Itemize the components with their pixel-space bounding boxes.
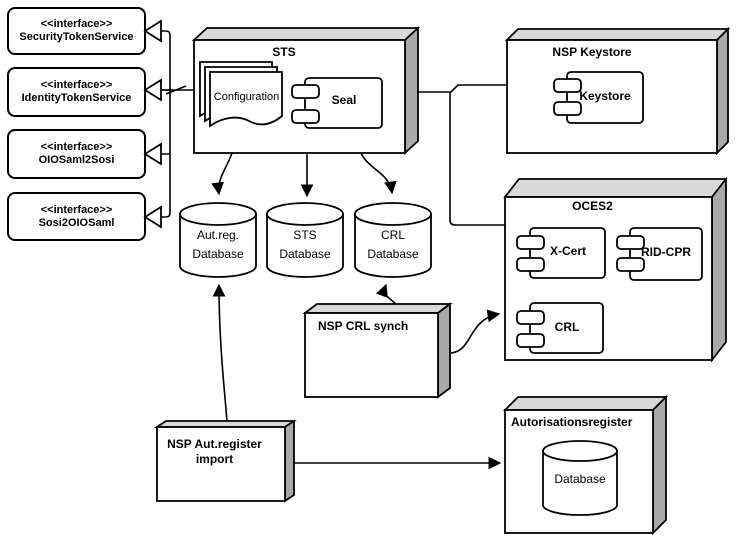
realization-triangle-2 (143, 78, 162, 102)
keystore-component-shape (553, 71, 644, 124)
autorisationsregister-database-cylinder (542, 440, 618, 516)
crl-component-label: CRL (554, 320, 580, 334)
crl-database-cylinder (354, 202, 432, 278)
edge-interface-spine (161, 30, 171, 218)
autreg-database-label: Aut.reg. Database (180, 226, 256, 264)
autorisationsregister-node-title: Autorisationsregister (511, 415, 633, 429)
node-nsp-aut-register-import (154, 419, 297, 503)
edge-import-to-autreg-db (212, 283, 228, 422)
title-line-2: import (195, 452, 234, 466)
ridcpr-component-shape (616, 227, 703, 281)
realization-triangle-1 (143, 19, 162, 43)
node-nsp-keystore (504, 26, 731, 156)
xcert-component-shape (516, 227, 606, 279)
node-autorisationsregister (502, 394, 669, 536)
stereotype-text: <<interface>> (40, 79, 113, 91)
sts-database-label: STS Database (267, 226, 343, 264)
interface-boxes (7, 7, 162, 241)
db-name-line-1: STS (293, 228, 317, 242)
interface-name-text: Sosi2OIOSaml (38, 217, 115, 229)
edge-sts-to-oces2 (449, 92, 505, 226)
db-name-line-1: CRL (380, 228, 405, 242)
node-nsp-crl-synch (302, 302, 453, 399)
edge-sts-to-autreg-db (211, 152, 233, 196)
keystore-component-label: Keystore (579, 89, 631, 103)
interface-box-identitytokenservice (7, 67, 146, 117)
db-name-line-2: Database (192, 247, 244, 261)
db-name-line-2: Database (367, 247, 419, 261)
nsp-crl-synch-node-title: NSP CRL synch (318, 319, 409, 333)
ridcpr-component-label: RID-CPR (641, 245, 691, 259)
autreg-database-cylinder (179, 202, 257, 278)
nsp-keystore-node-title: NSP Keystore (552, 45, 632, 59)
interface-label-sosi2oiosaml: <<interface>> Sosi2OIOSaml (8, 204, 145, 230)
edge-crlsynch-to-oces2 (450, 309, 501, 354)
stereotype-text: <<interface>> (40, 204, 113, 216)
db-name-line-2: Database (279, 247, 331, 261)
sts-database-cylinder (266, 202, 344, 278)
seal-component-shape (291, 77, 383, 129)
nsp-aut-register-import-node-title: NSP Aut.register import (157, 437, 272, 467)
database-cylinders (179, 202, 432, 278)
crl-database-label: CRL Database (355, 226, 431, 264)
db-name-line-1: Aut.reg. (196, 228, 240, 242)
interface-name-text: IdentityTokenService (21, 92, 132, 104)
xcert-component-label: X-Cert (549, 244, 586, 258)
edge-spine-kink (165, 85, 187, 95)
crl-component-shape (516, 302, 604, 354)
interface-name-text: SecurityTokenService (19, 31, 134, 43)
node-sts (191, 25, 421, 156)
title-line-1: NSP Aut.register (167, 437, 262, 451)
interface-name-text: OIOSaml2Sosi (38, 154, 115, 166)
autorisationsregister-database-label: Database (554, 472, 606, 486)
configuration-artifact-icon (199, 61, 283, 128)
sts-node-title: STS (272, 45, 296, 59)
realization-triangle-4 (143, 205, 162, 229)
edge-sts-to-nsp-keystore (418, 84, 507, 93)
edge-sts-to-crl-db (360, 152, 397, 195)
interface-label-oiosaml2sosi: <<interface>> OIOSaml2Sosi (8, 141, 145, 167)
stereotype-text: <<interface>> (40, 18, 113, 30)
realization-triangle-3 (143, 142, 162, 166)
node-oces2 (503, 176, 728, 363)
oces2-node-title: OCES2 (572, 199, 613, 213)
interface-label-identitytokenservice: <<interface>> IdentityTokenService (8, 79, 145, 105)
stereotype-text: <<interface>> (40, 141, 113, 153)
seal-component-label: Seal (331, 93, 357, 107)
configuration-artifact-label: Configuration (213, 91, 280, 103)
interface-label-securitytokenservice: <<interface>> SecurityTokenService (8, 18, 145, 44)
